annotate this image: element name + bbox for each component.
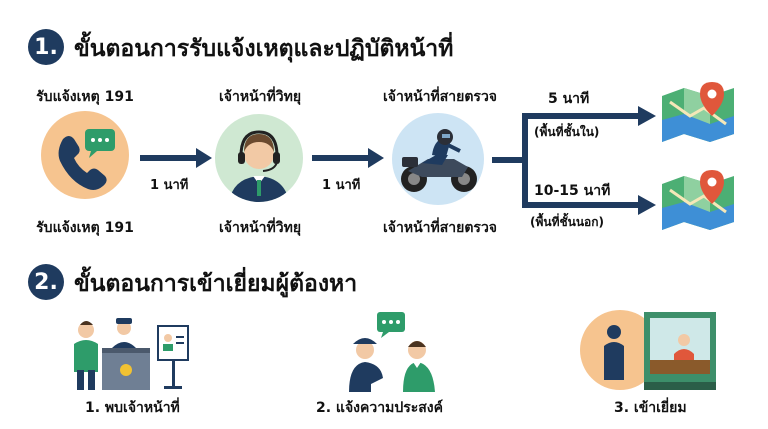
arrow-radio-to-patrol [312,148,384,168]
radio-label-top: เจ้าหน้าที่วิทยุ [218,89,302,105]
reception-desk-icon [74,318,189,390]
map-pin-icon [662,82,734,142]
visit-window-icon [580,310,716,390]
radio-label-bottom: เจ้าหน้าที่วิทยุ [218,220,302,236]
step-2-label: 2. แจ้งความประสงค์ [316,400,443,416]
phone-chat-icon [41,111,129,199]
patrol-motorcycle-icon [392,113,484,205]
branch-arrows [492,106,656,215]
officer-conversation-icon [349,312,435,392]
map-pin-icon [662,170,734,230]
inner-area-label: (พื้นที่ชั้นใน) [534,125,600,139]
step-3-label: 3. เข้าเยี่ยม [614,400,687,416]
section-1-title: ขั้นตอนการรับแจ้งเหตุและปฏิบัติหน้าที่ [74,36,454,62]
call-label-top: รับแจ้งเหตุ 191 [36,89,134,105]
section-1-number: 1. [28,29,64,65]
section-2-title: ขั้นตอนการเข้าเยี่ยมผู้ต้องหา [74,271,358,297]
outer-area-label: (พื้นที่ชั้นนอก) [530,215,605,229]
radio-operator-icon [215,114,303,202]
patrol-label-bottom: เจ้าหน้าที่สายตรวจ [382,220,498,236]
step-1-label: 1. พบเจ้าหน้าที่ [85,400,180,416]
call-label-bottom: รับแจ้งเหตุ 191 [36,220,134,236]
section-2-number: 2. [28,264,64,300]
outer-time-label: 10-15 นาที [534,183,611,199]
inner-time-label: 5 นาที [548,91,590,107]
patrol-label-top: เจ้าหน้าที่สายตรวจ [382,89,498,105]
arrow2-time-label: 1 นาที [322,178,361,193]
arrow1-time-label: 1 นาที [150,178,189,193]
arrow-call-to-radio [140,148,212,168]
